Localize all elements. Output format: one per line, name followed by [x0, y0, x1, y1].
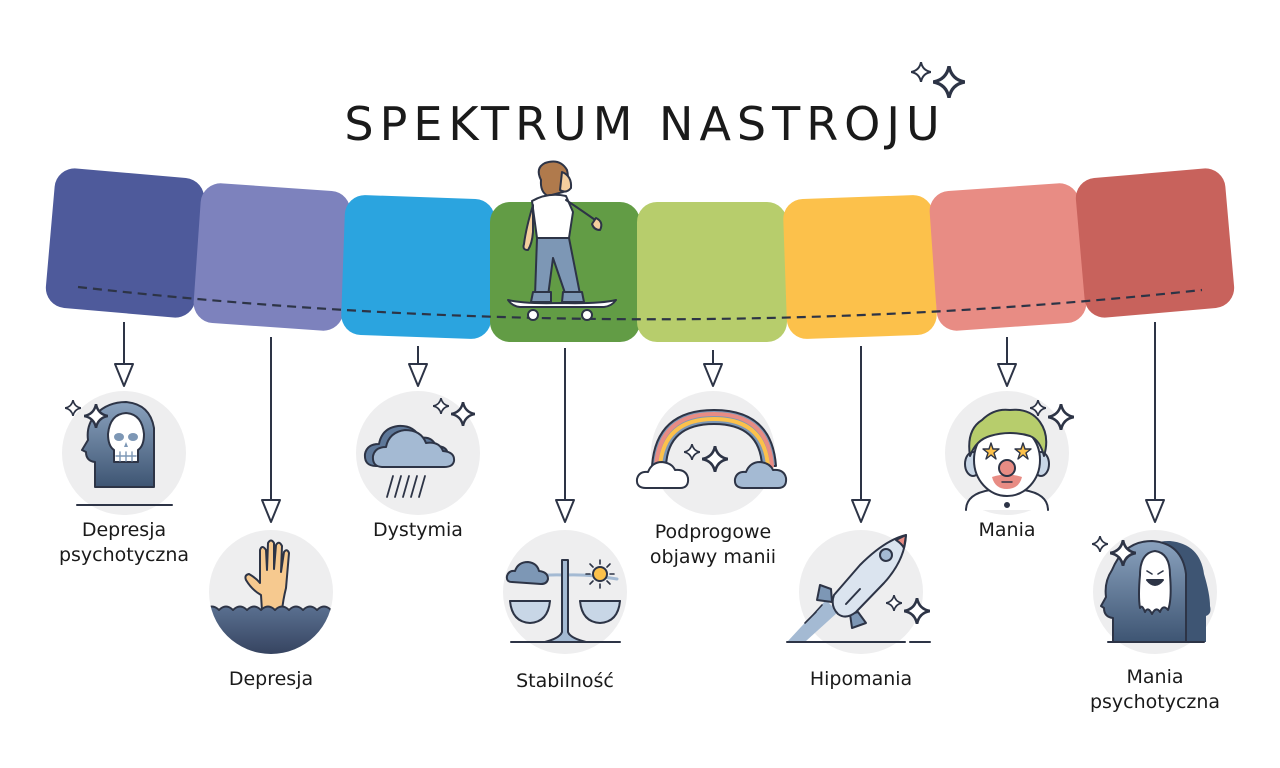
clown-icon — [964, 408, 1050, 511]
state-label-line: Mania — [978, 519, 1036, 541]
spectrum-tile-hipomania — [783, 195, 937, 339]
state-label-dystymia: Dystymia — [318, 518, 518, 543]
state-label-line: Stabilność — [516, 670, 614, 692]
spectrum-tile-depresja — [193, 183, 351, 331]
arrow-hipomania — [851, 346, 871, 523]
skateboarder-icon — [507, 160, 617, 321]
arrow-mania-psychotyczna — [1145, 322, 1165, 523]
state-label-mania: Mania — [907, 518, 1107, 543]
rocket-icon — [786, 534, 931, 643]
state-label-line: Podprogowe — [654, 521, 772, 543]
spectrum-tile-podprogowe — [637, 202, 787, 342]
page-title: SPEKTRUM NASTROJU — [344, 97, 946, 151]
state-label-stabilnosc: Stabilność — [465, 669, 665, 694]
state-label-mania-psychotyczna: Mania psychotyczna — [1055, 665, 1255, 715]
state-label-hipomania: Hipomania — [761, 667, 961, 692]
state-label-line: psychotyczna — [1089, 691, 1221, 713]
rainbow-icon — [635, 409, 788, 489]
rain-cloud-icon — [363, 424, 456, 498]
state-label-depresja: Depresja — [171, 667, 371, 692]
arrow-depresja-psychotyczna — [114, 322, 134, 387]
state-label-line: Dystymia — [373, 519, 463, 541]
ghost-head-icon — [1100, 540, 1211, 643]
state-label-line: Depresja — [228, 668, 314, 690]
state-label-line: Depresja — [81, 519, 167, 541]
state-label-line: objawy manii — [649, 546, 777, 568]
drowning-hand-icon — [209, 539, 333, 654]
arrow-dystymia — [408, 346, 428, 387]
state-label-line: psychotyczna — [58, 544, 190, 566]
arrow-depresja — [261, 337, 281, 523]
state-label-line: Hipomania — [809, 668, 913, 690]
spectrum-tile-mania-psychotyczna — [1075, 168, 1235, 318]
arrow-podprogowe — [703, 350, 723, 387]
state-label-depresja-psychotyczna: Depresja psychotyczna — [24, 518, 224, 568]
spectrum-tile-mania — [929, 183, 1087, 331]
title-sparkles-icon — [911, 62, 965, 98]
arrows — [114, 322, 1165, 523]
spectrum-bar — [45, 168, 1235, 342]
spectrum-tile-depresja-psychotyczna — [45, 168, 205, 318]
arrow-mania — [997, 337, 1017, 387]
mood-trajectory-line — [77, 285, 1203, 321]
arrow-stabilnosc — [555, 348, 575, 523]
state-label-line: Mania — [1126, 666, 1184, 688]
spectrum-tile-dystymia — [341, 195, 495, 339]
state-label-podprogowe: Podprogowe objawy manii — [613, 520, 813, 570]
balance-scale-icon — [505, 559, 621, 643]
